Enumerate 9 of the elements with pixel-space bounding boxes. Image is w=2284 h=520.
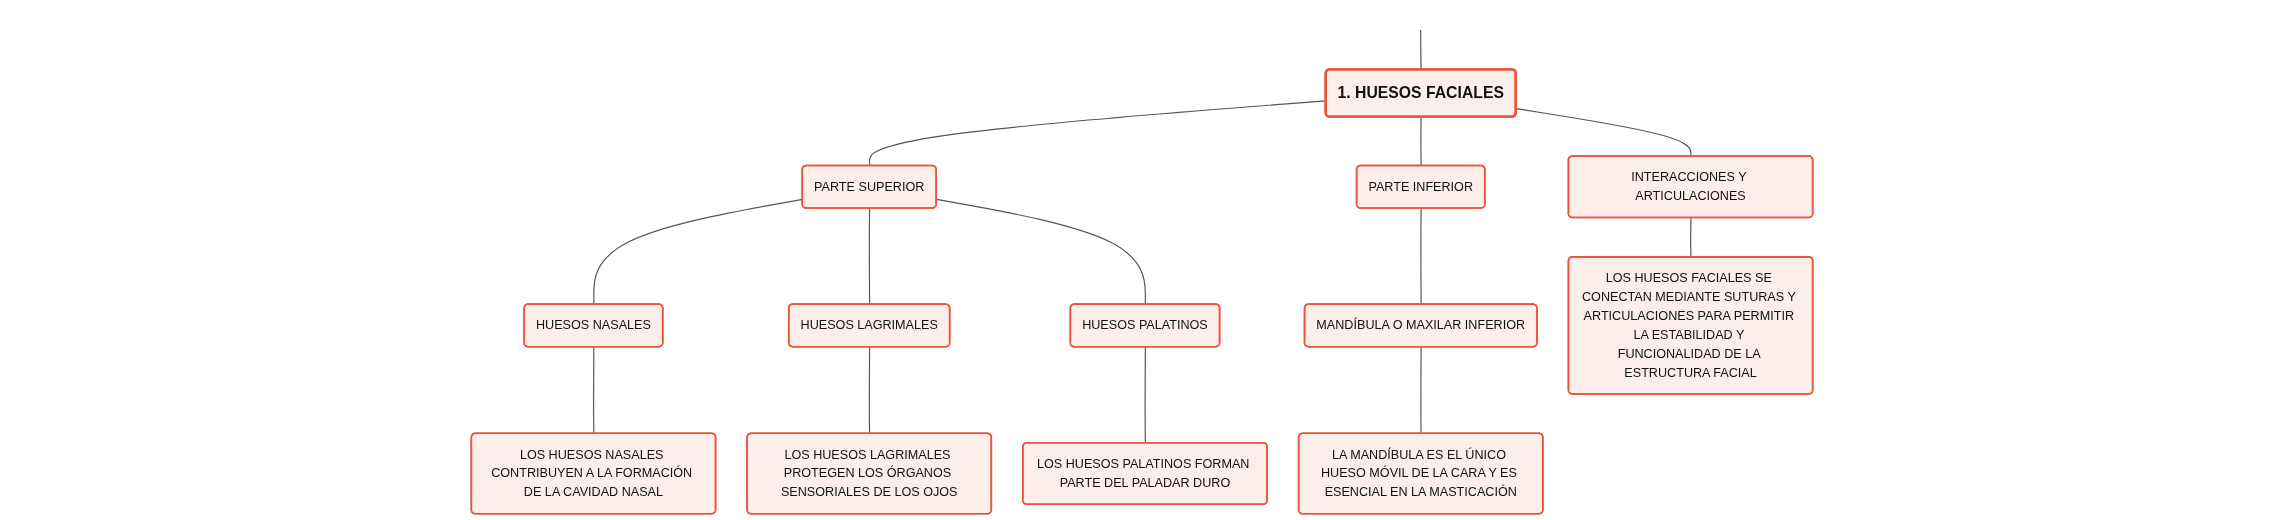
connector xyxy=(868,207,871,306)
connector xyxy=(593,346,595,435)
connector xyxy=(1690,217,1692,258)
connector xyxy=(868,346,871,435)
connector xyxy=(1420,346,1422,435)
connector xyxy=(1515,108,1692,157)
connector xyxy=(1420,207,1422,306)
connector xyxy=(1144,346,1146,444)
connector xyxy=(1420,116,1422,167)
